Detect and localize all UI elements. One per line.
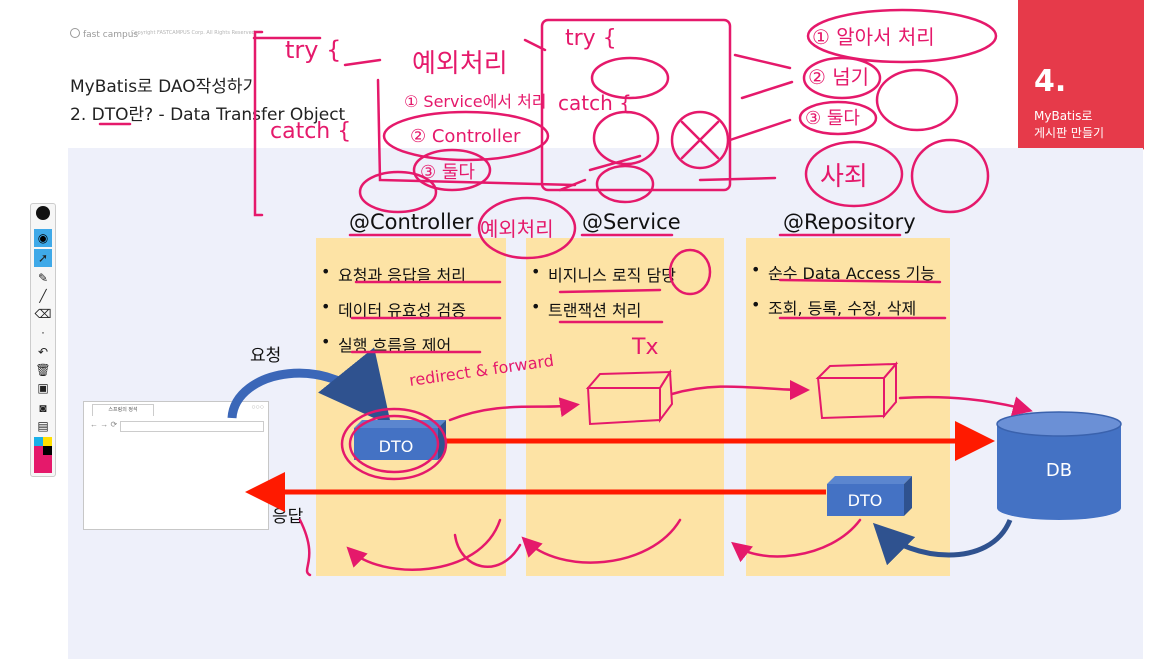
service-box bbox=[585, 368, 674, 426]
repository-column: 순수 Data Access 기능 조회, 등록, 수정, 삭제 bbox=[746, 238, 950, 576]
slide-title: MyBatis로 DAO작성하기 bbox=[70, 77, 259, 97]
annotation-try-left: try { bbox=[285, 36, 341, 64]
chapter-title-line2: 게시판 만들기 bbox=[1034, 126, 1105, 140]
controller-bullets: 요청과 응답을 처리 데이터 유효성 검증 실행 흐름을 제어 bbox=[316, 262, 506, 367]
db-label: DB bbox=[1046, 460, 1072, 481]
response-label: 응답 bbox=[272, 507, 304, 527]
lightbulb-icon[interactable] bbox=[34, 206, 52, 224]
window-controls-icon: ○○○ bbox=[251, 404, 264, 411]
annotation-toolbar: ◉ ➚ ✎ ╱ ⌫ · ↶ 🗑 ▣ ◙ ▤ bbox=[30, 203, 56, 477]
dto-box-repository bbox=[827, 476, 912, 516]
eraser-icon[interactable]: ⌫ bbox=[34, 307, 52, 321]
request-label: 요청 bbox=[250, 346, 282, 366]
list-item: 트랜잭션 처리 bbox=[526, 297, 724, 332]
browser-mockup: 스프링의 정석 ○○○ ← → ⟳ bbox=[83, 401, 269, 530]
request-arrow bbox=[227, 347, 392, 426]
pen-icon[interactable]: ✎ bbox=[37, 271, 49, 285]
clipboard-icon[interactable]: ▤ bbox=[37, 419, 49, 433]
annotation-catch-left: catch { bbox=[270, 119, 351, 144]
annotation-item-3: ③ 둘다 bbox=[420, 162, 475, 183]
browser-nav-icon: ← → ⟳ bbox=[90, 420, 118, 429]
pen-annotation-text: try { catch { 예외처리 ① Service에서 처리 ② Cont… bbox=[270, 25, 935, 390]
eye-icon[interactable]: ◉ bbox=[34, 229, 52, 247]
color-swatch[interactable] bbox=[34, 437, 52, 473]
dto-box-controller bbox=[354, 420, 446, 460]
annotation-right-3: ③ 둘다 bbox=[805, 108, 860, 129]
annotation-apology: 사죄 bbox=[820, 162, 868, 192]
trash-icon[interactable]: 🗑 bbox=[35, 363, 51, 377]
annotation-right-1: ① 알아서 처리 bbox=[812, 25, 935, 49]
logo-text: fast campus bbox=[83, 30, 139, 40]
address-bar bbox=[120, 421, 264, 432]
list-item: 데이터 유효성 검증 bbox=[316, 297, 506, 332]
annotation-try-right: try { bbox=[565, 26, 617, 51]
chapter-number: 4. bbox=[1034, 64, 1067, 99]
annotation-exception-bottom: 예외처리 bbox=[480, 217, 554, 241]
repository-box bbox=[815, 361, 899, 420]
screen-icon[interactable]: ▣ bbox=[37, 381, 49, 395]
chapter-title-line1: MyBatis로 bbox=[1034, 109, 1093, 123]
annotation-item-1: ① Service에서 처리 bbox=[404, 92, 547, 111]
annotation-item-2: ② Controller bbox=[410, 126, 521, 147]
line-icon[interactable]: ╱ bbox=[39, 289, 47, 303]
slide-subtitle: 2. DTO란? - Data Transfer Object bbox=[70, 105, 346, 125]
repository-bullets: 순수 Data Access 기능 조회, 등록, 수정, 삭제 bbox=[746, 260, 950, 330]
list-item: 순수 Data Access 기능 bbox=[746, 260, 950, 295]
fastcampus-logo: fast campus bbox=[70, 28, 138, 40]
camera-icon[interactable]: ◙ bbox=[39, 401, 47, 415]
chapter-title: MyBatis로 게시판 만들기 bbox=[1034, 108, 1134, 142]
annotation-right-2: ② 넘기 bbox=[808, 65, 869, 89]
controller-heading: @Controller bbox=[349, 210, 474, 234]
list-item: 비지니스 로직 담당 bbox=[526, 262, 724, 297]
annotation-tx: Tx bbox=[631, 335, 658, 360]
list-item: 요청과 응답을 처리 bbox=[316, 262, 506, 297]
dot-icon[interactable]: · bbox=[41, 325, 45, 339]
annotation-exception-handling: 예외처리 bbox=[412, 49, 508, 79]
pen-annotations bbox=[98, 8, 1033, 577]
cursor-icon[interactable]: ➚ bbox=[34, 249, 52, 267]
list-item: 조회, 등록, 수정, 삭제 bbox=[746, 295, 950, 330]
db-return-arrow bbox=[872, 518, 1013, 566]
dto-label-repository: DTO bbox=[848, 491, 883, 510]
dto-label-controller: DTO bbox=[379, 437, 414, 456]
service-bullets: 비지니스 로직 담당 트랜잭션 처리 bbox=[526, 262, 724, 332]
browser-tab: 스프링의 정석 bbox=[92, 404, 154, 416]
service-heading: @Service bbox=[582, 210, 681, 234]
repository-heading: @Repository bbox=[783, 210, 916, 234]
db-cylinder bbox=[996, 411, 1122, 520]
logo-mark-icon bbox=[70, 28, 80, 38]
copyright-text: Copyright FASTCAMPUS Corp. All Rights Re… bbox=[131, 30, 255, 36]
undo-icon[interactable]: ↶ bbox=[37, 345, 49, 359]
annotation-catch-right: catch { bbox=[558, 91, 632, 115]
annotation-redirect-forward: redirect & forward bbox=[408, 351, 555, 390]
